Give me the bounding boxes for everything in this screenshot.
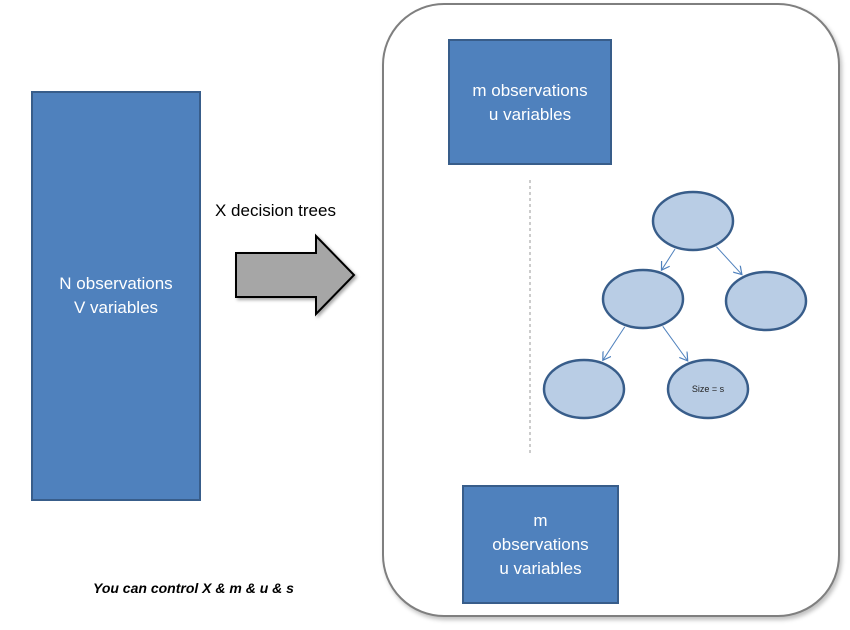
right-arrow-icon xyxy=(235,233,356,317)
sample-top-line-1: m observations xyxy=(472,81,588,100)
tree-edge-root-to-left xyxy=(661,248,676,270)
sample-top-line-2: u variables xyxy=(488,105,572,124)
source-dataset-line-2: V variables xyxy=(73,298,159,317)
sample-box-top: m observations u variables xyxy=(448,39,612,165)
tree-node-shape xyxy=(724,270,808,332)
tree-node-right xyxy=(724,270,808,332)
tree-node-shape xyxy=(601,268,685,330)
tree-node-shape xyxy=(542,358,626,420)
tree-node-shape xyxy=(666,358,750,420)
sample-bottom-line-3: u variables xyxy=(499,558,582,578)
source-dataset-line-1: N observations xyxy=(59,274,173,293)
tree-node-root xyxy=(651,190,735,252)
tree-edge-left-to-left-right xyxy=(662,326,688,361)
sample-box-bottom: m observations u variables xyxy=(462,485,619,604)
sample-bottom-line-1: m xyxy=(533,510,548,530)
tree-node-label: Size = s xyxy=(692,384,725,394)
sample-bottom-line-2: observations xyxy=(492,534,589,554)
tree-node-left-left xyxy=(542,358,626,420)
tree-edge-root-to-right xyxy=(716,246,741,275)
tree-node-shape xyxy=(651,190,735,252)
footnote: You can control X & m & u & s xyxy=(93,580,294,596)
arrow-label: X decision trees xyxy=(215,201,336,220)
decision-tree: Size = s xyxy=(542,190,808,420)
tree-node-left xyxy=(601,268,685,330)
source-dataset-box: N observations V variables xyxy=(31,91,201,501)
tree-edge-left-to-left-left xyxy=(603,326,626,360)
tree-node-left-right: Size = s xyxy=(666,358,750,420)
